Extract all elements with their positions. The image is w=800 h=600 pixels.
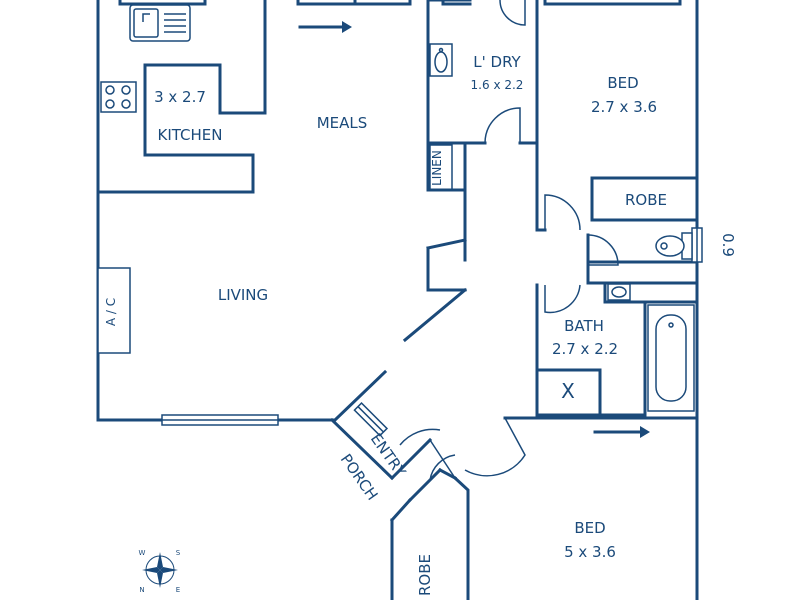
laundry-trough-icon [429, 43, 453, 77]
toilet-icon [655, 232, 693, 260]
fixtures [97, 4, 698, 438]
cooktop-icon [100, 81, 137, 113]
walls [96, 0, 699, 600]
bed1-label: BED [607, 74, 638, 92]
compass-w: W [139, 549, 146, 557]
laundry-size: 1.6 x 2.2 [471, 78, 524, 92]
bed1-size: 2.7 x 3.6 [591, 98, 657, 116]
compass-icon: W S N E [139, 549, 181, 594]
bath-size: 2.7 x 2.2 [552, 340, 618, 358]
compass-n: N [139, 586, 144, 594]
sink-icon [129, 4, 191, 42]
bed2-size: 5 x 3.6 [564, 543, 616, 561]
robe2-label: ROBE [416, 554, 434, 596]
robe1-label: ROBE [625, 191, 667, 209]
arrow-right-icon [298, 21, 352, 33]
ac-label: A / C [104, 298, 118, 326]
bed2-label: BED [574, 519, 605, 537]
compass-e: E [176, 586, 180, 594]
arrow-right-icon [593, 426, 650, 438]
porch-label: PORCH [337, 451, 382, 504]
bathtub-icon [647, 304, 695, 412]
wc-dimension: 0.9 [719, 233, 737, 257]
kitchen-label: KITCHEN [158, 126, 223, 144]
kitchen-size: 3 x 2.7 [154, 88, 206, 106]
windows [161, 227, 703, 426]
doors [353, 0, 619, 481]
laundry-label: L' DRY [473, 53, 521, 71]
bath-x-label: X [561, 379, 575, 403]
room-labels: 3 x 2.7 KITCHEN MEALS L' DRY 1.6 x 2.2 B… [104, 53, 737, 596]
bath-label: BATH [564, 317, 604, 335]
living-label: LIVING [218, 286, 268, 304]
basin-icon [607, 283, 631, 301]
compass-s: S [176, 549, 181, 557]
meals-label: MEALS [317, 114, 368, 132]
linen-label: LINEN [430, 150, 444, 186]
